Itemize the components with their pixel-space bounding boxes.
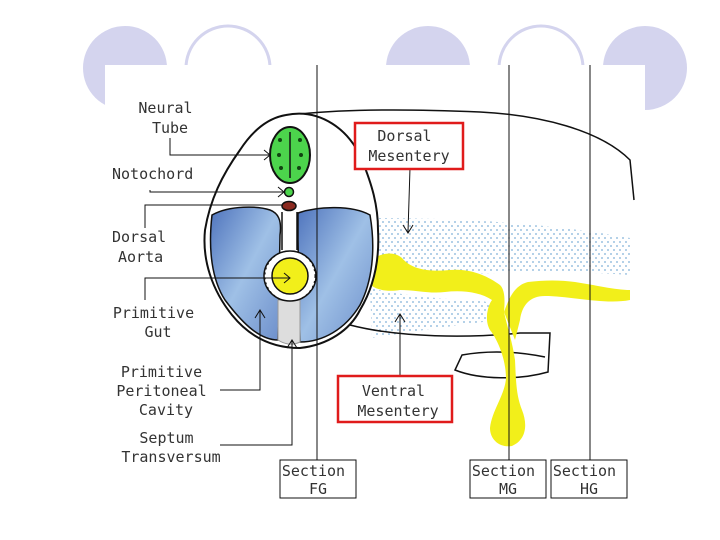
gut-tube-hindgut [504,280,630,340]
dorsal-mesentery-highlight [353,121,465,171]
ventral-mesentery-highlight [336,374,454,424]
neural-tube-dots [277,138,303,170]
label-dorsal-mesentery: Dorsal Mesentery [368,127,449,165]
notochord [283,186,295,198]
label-peritoneal-cavity: Primitive Peritoneal Cavity [116,363,215,419]
label-dorsal-aorta: Dorsal Aorta [112,228,175,266]
gut-dotted-ring [264,250,316,302]
septum-region [277,299,301,345]
gut-tube [372,253,526,447]
lower-outline [349,324,551,379]
section-hg-box [550,459,628,499]
label-notochord: Notochord [112,165,193,183]
label-section-fg: Section FG [282,462,354,498]
ventral-mesentery-dots [370,288,498,338]
dorsal-aorta [281,200,297,212]
label-section-hg: Section HG [553,462,625,498]
arrowheads [254,149,414,349]
section-mg-box [469,459,547,499]
primitive-gut [271,257,309,295]
section-fg-box [279,459,357,499]
label-septum-transversum: Septum Transversum [121,429,220,466]
label-primitive-gut: Primitive Gut [113,304,203,341]
label-neural-tube: Neural Tube [138,99,201,137]
body-outline [299,109,635,201]
label-ventral-mesentery: Ventral Mesentery [357,382,438,420]
label-section-mg: Section MG [472,462,544,498]
dorsal-mesentery-dots [376,218,630,278]
leader-lines [144,138,411,446]
mesentery-column [281,212,298,250]
